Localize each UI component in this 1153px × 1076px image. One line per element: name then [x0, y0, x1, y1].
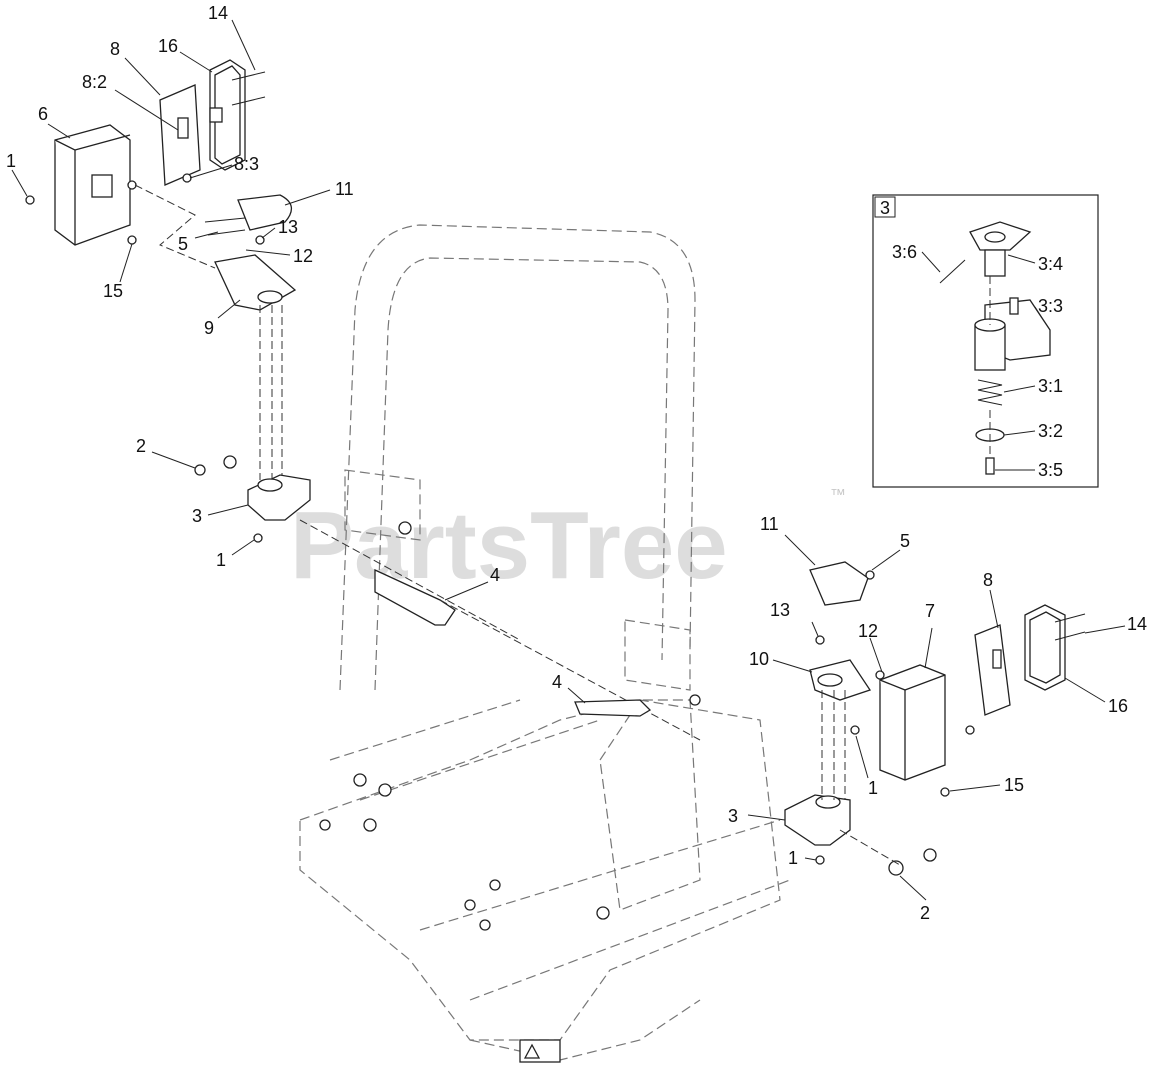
callout-6: 6: [38, 104, 48, 124]
callout-12-right: 12: [858, 621, 878, 641]
bolt-icon: [875, 670, 885, 680]
bolt-icon: [865, 570, 875, 580]
callout-5-top: 5: [178, 234, 188, 254]
washer-icon: [194, 464, 206, 476]
warning-decal-icon: [519, 1039, 561, 1063]
callout-13-top: 13: [278, 217, 298, 237]
callout-3-2: 3:2: [1038, 421, 1063, 441]
nut-icon: [25, 195, 35, 205]
callout-16-right: 16: [1108, 696, 1128, 716]
detail-box-3: 3: [872, 194, 1099, 488]
bracket-9: [214, 254, 297, 311]
callout-11-top: 11: [335, 179, 354, 199]
bolt-icon: [850, 725, 860, 735]
left-light-assembly: [25, 59, 297, 480]
callout-labels: 14 16 8 8:2 8:3 6 1 11 13 5 12 15 9 2 3 …: [6, 3, 1147, 923]
rops-frame: [299, 224, 791, 1061]
callout-9: 9: [204, 318, 214, 338]
light-housing-7: [879, 664, 946, 781]
callout-2-left: 2: [136, 436, 146, 456]
watermark-text: PartsTree: [290, 492, 728, 599]
callout-1-top: 1: [6, 151, 16, 171]
callout-15-top: 15: [103, 281, 123, 301]
callout-3-4: 3:4: [1038, 254, 1063, 274]
nut-icon: [398, 521, 412, 535]
bolt-icon: [815, 635, 825, 645]
bolt-icon: [815, 855, 825, 865]
callout-8-right: 8: [983, 570, 993, 590]
callout-3-left: 3: [192, 506, 202, 526]
callout-12-top: 12: [293, 246, 313, 266]
callout-11-right: 11: [760, 514, 779, 534]
nut-icon: [363, 818, 377, 832]
callout-1-right: 1: [868, 778, 878, 798]
left-pivot-assembly: [194, 455, 701, 741]
callout-7: 7: [925, 601, 935, 621]
callout-4-right: 4: [552, 672, 562, 692]
callout-10: 10: [749, 649, 769, 669]
bolt-icon: [127, 235, 137, 245]
frame-hardware: [319, 521, 701, 1063]
right-light-assembly: [574, 561, 1086, 876]
callout-13-right: 13: [770, 600, 790, 620]
nut-icon: [319, 819, 331, 831]
bolt-icon: [940, 787, 950, 797]
watermark-trademark: ™: [830, 487, 846, 504]
detail-box-label: 3: [880, 198, 890, 218]
nut-icon: [596, 906, 610, 920]
callout-2-bottom: 2: [920, 903, 930, 923]
callout-3-6: 3:6: [892, 242, 917, 262]
nut-icon: [182, 173, 192, 183]
nut-icon: [689, 694, 701, 706]
bolt-icon: [127, 180, 137, 190]
nut-icon: [888, 860, 904, 876]
callout-16-top: 16: [158, 36, 178, 56]
callout-3-5: 3:5: [1038, 460, 1063, 480]
cover-11: [237, 194, 292, 231]
bolt-icon: [965, 725, 975, 735]
callout-4-left: 4: [490, 565, 500, 585]
callout-8-3: 8:3: [234, 154, 259, 174]
warning-decal-icon: [523, 1043, 541, 1059]
nut-icon: [489, 879, 501, 891]
callout-1-left: 1: [216, 550, 226, 570]
callout-14-top: 14: [208, 3, 228, 23]
callout-leaders: [11, 19, 1126, 901]
callout-14-right: 14: [1127, 614, 1147, 634]
nut-icon: [464, 899, 476, 911]
callout-3-right: 3: [728, 806, 738, 826]
nut-icon: [479, 919, 491, 931]
callout-5-right: 5: [900, 531, 910, 551]
callout-8-top: 8: [110, 39, 120, 59]
nut-icon: [378, 783, 392, 797]
nut-icon: [223, 455, 237, 469]
callout-3-3: 3:3: [1038, 296, 1063, 316]
bolt-icon: [253, 533, 263, 543]
nut-icon: [923, 848, 937, 862]
callout-1-bottom: 1: [788, 848, 798, 868]
nut-icon: [353, 773, 367, 787]
callout-3-1: 3:1: [1038, 376, 1063, 396]
callout-15-right: 15: [1004, 775, 1024, 795]
handle-4-right: [574, 699, 652, 717]
callout-8-2: 8:2: [82, 72, 107, 92]
bracket-8-right: [974, 624, 1011, 716]
cover-11-right: [809, 561, 869, 606]
